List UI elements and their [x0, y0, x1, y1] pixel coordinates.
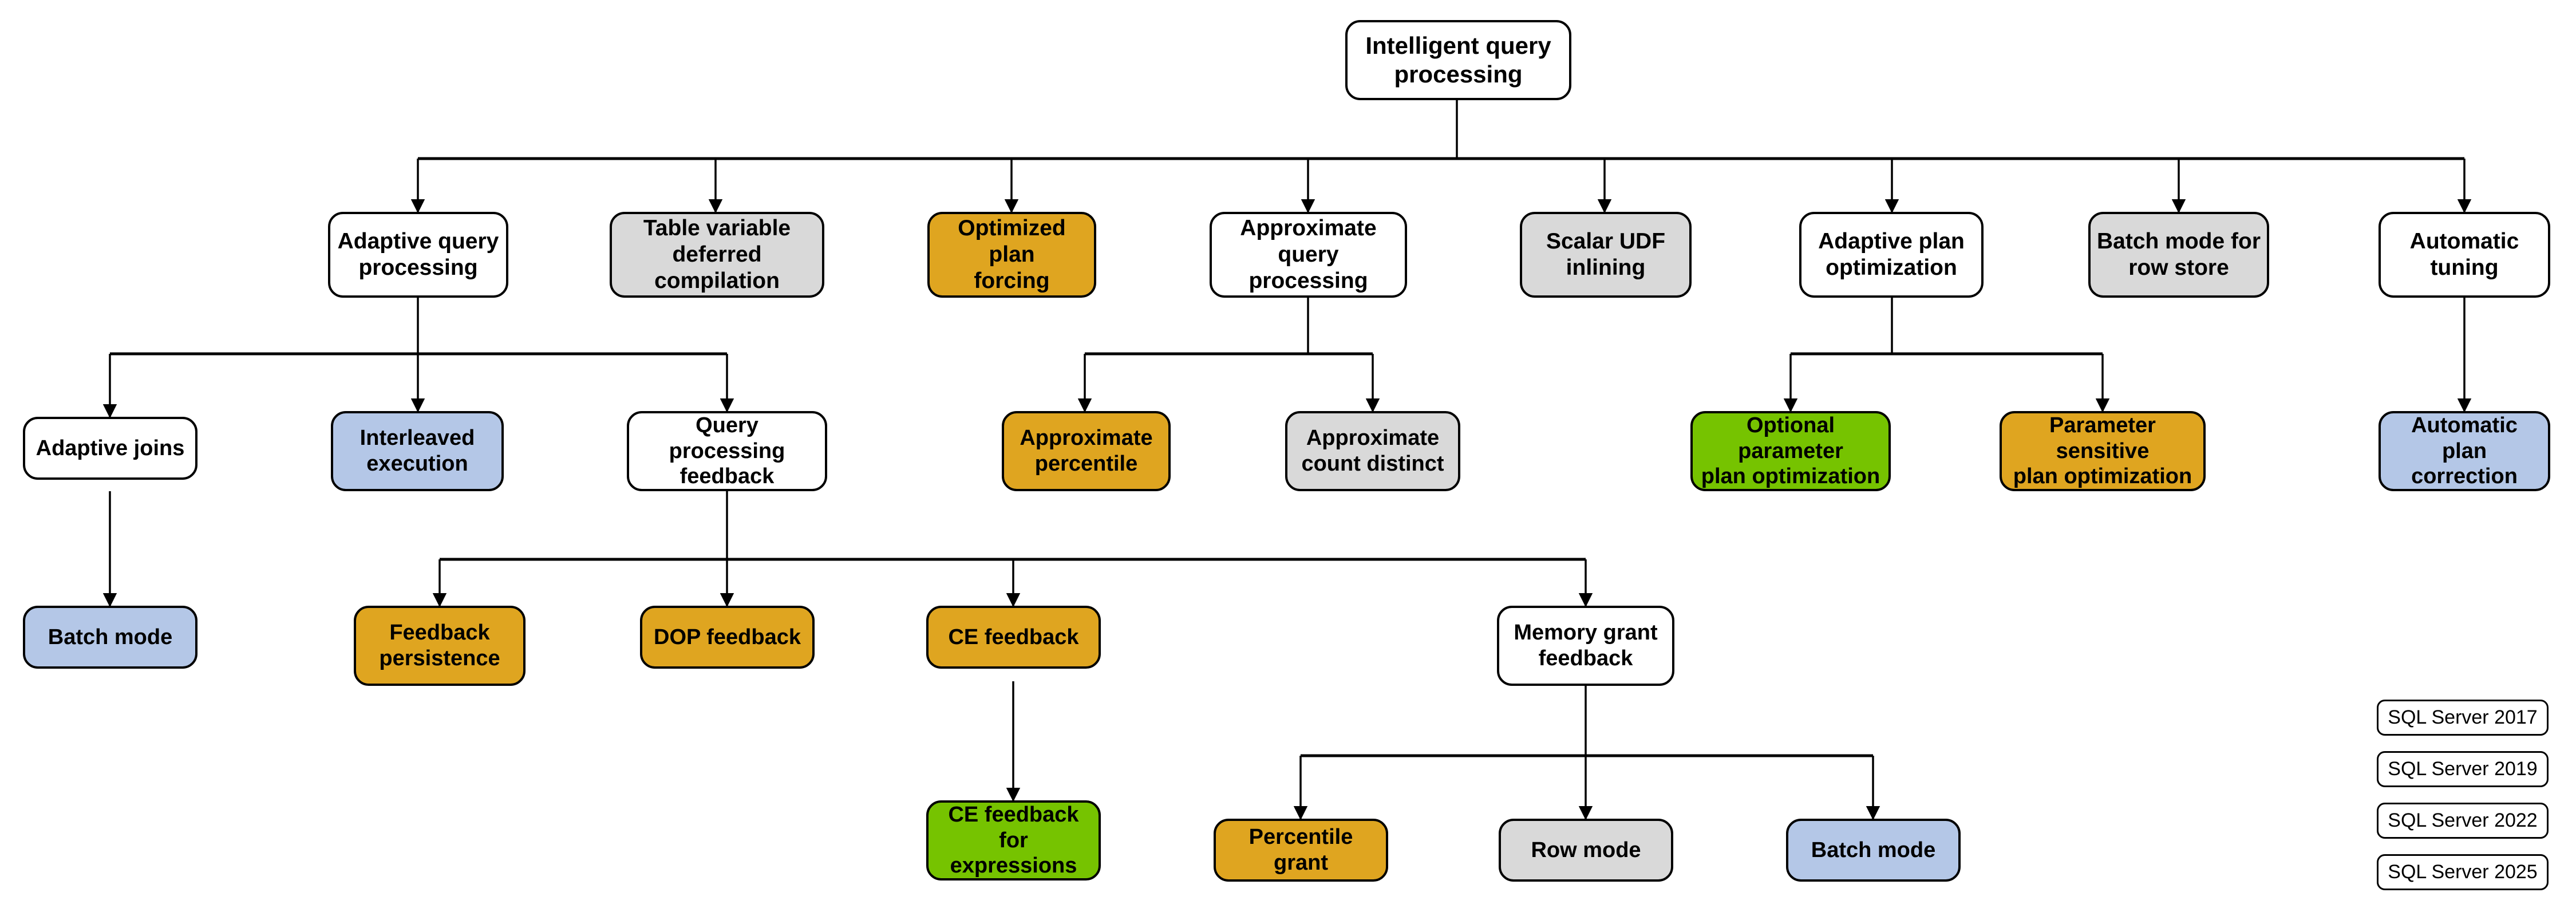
legend-item-sql-server-2025[interactable]: SQL Server 2025	[2377, 854, 2549, 890]
node-label: DOP feedback	[654, 625, 801, 649]
node-percentile-grant[interactable]: Percentile grant	[1214, 819, 1388, 882]
node-approximate-query-processing[interactable]: Approximate query processing	[1210, 212, 1407, 298]
node-row-mode[interactable]: Row mode	[1499, 819, 1673, 882]
node-dop-feedback[interactable]: DOP feedback	[640, 606, 815, 669]
node-intelligent-query-processing[interactable]: Intelligent query processing	[1345, 20, 1571, 100]
node-label: Approximate query processing	[1240, 215, 1377, 294]
node-label: Intelligent query processing	[1365, 32, 1551, 88]
legend-label: SQL Server 2022	[2388, 810, 2538, 831]
node-batch-mode-for-row-store[interactable]: Batch mode for row store	[2088, 212, 2269, 298]
node-automatic-plan-correction[interactable]: Automatic plan correction	[2379, 411, 2550, 491]
legend-label: SQL Server 2019	[2388, 758, 2538, 780]
node-optimized-plan-forcing[interactable]: Optimized plan forcing	[927, 212, 1096, 298]
node-label: Memory grant feedback	[1514, 621, 1658, 670]
node-ce-feedback-for-expressions[interactable]: CE feedback for expressions	[926, 800, 1101, 881]
legend-item-sql-server-2017[interactable]: SQL Server 2017	[2377, 700, 2549, 736]
node-label: Adaptive joins	[35, 436, 185, 460]
node-label: Automatic tuning	[2409, 228, 2519, 280]
node-label: Optimized plan forcing	[958, 215, 1066, 294]
node-approximate-percentile[interactable]: Approximate percentile	[1002, 411, 1171, 491]
legend-item-sql-server-2022[interactable]: SQL Server 2022	[2377, 803, 2549, 839]
node-label: Query processing feedback	[669, 413, 785, 489]
node-label: CE feedback	[948, 625, 1079, 649]
node-automatic-tuning[interactable]: Automatic tuning	[2379, 212, 2550, 298]
node-label: Feedback persistence	[379, 621, 500, 670]
node-adaptive-joins[interactable]: Adaptive joins	[23, 417, 197, 480]
legend-label: SQL Server 2025	[2388, 861, 2538, 883]
legend-label: SQL Server 2017	[2388, 706, 2538, 728]
node-label: Batch mode for row store	[2096, 228, 2261, 280]
node-adaptive-plan-optimization[interactable]: Adaptive plan optimization	[1799, 212, 1984, 298]
node-label: Batch mode	[1811, 838, 1936, 862]
node-label: Adaptive query processing	[337, 228, 499, 280]
node-approximate-count-distinct[interactable]: Approximate count distinct	[1285, 411, 1460, 491]
legend-item-sql-server-2019[interactable]: SQL Server 2019	[2377, 751, 2549, 787]
node-optional-parameter-plan-optimization[interactable]: Optional parameter plan optimization	[1690, 411, 1891, 491]
node-label: Parameter sensitive plan optimization	[2013, 413, 2192, 489]
node-label: Scalar UDF inlining	[1546, 228, 1666, 280]
node-label: Percentile grant	[1249, 825, 1353, 875]
node-label: Row mode	[1531, 838, 1641, 862]
node-label: Interleaved execution	[359, 426, 475, 476]
node-interleaved-execution[interactable]: Interleaved execution	[331, 411, 504, 491]
node-label: Batch mode	[48, 625, 173, 649]
node-label: Automatic plan correction	[2411, 413, 2518, 489]
node-adaptive-query-processing[interactable]: Adaptive query processing	[328, 212, 508, 298]
node-memory-grant-feedback[interactable]: Memory grant feedback	[1497, 606, 1674, 686]
node-label: Adaptive plan optimization	[1818, 228, 1965, 280]
node-scalar-udf-inlining[interactable]: Scalar UDF inlining	[1520, 212, 1692, 298]
node-ce-feedback[interactable]: CE feedback	[926, 606, 1101, 669]
node-label: Approximate percentile	[1020, 426, 1153, 476]
node-batch-mode-memory-grant[interactable]: Batch mode	[1786, 819, 1961, 882]
node-label: Approximate count distinct	[1301, 426, 1444, 476]
node-feedback-persistence[interactable]: Feedback persistence	[354, 606, 526, 686]
node-label: Table variable deferred compilation	[643, 215, 791, 294]
node-label: CE feedback for expressions	[948, 802, 1079, 878]
node-label: Optional parameter plan optimization	[1701, 413, 1880, 489]
node-batch-mode-adaptive-joins[interactable]: Batch mode	[23, 606, 197, 669]
node-table-variable-deferred-compilation[interactable]: Table variable deferred compilation	[610, 212, 824, 298]
node-query-processing-feedback[interactable]: Query processing feedback	[627, 411, 827, 491]
node-parameter-sensitive-plan-optimization[interactable]: Parameter sensitive plan optimization	[2000, 411, 2206, 491]
